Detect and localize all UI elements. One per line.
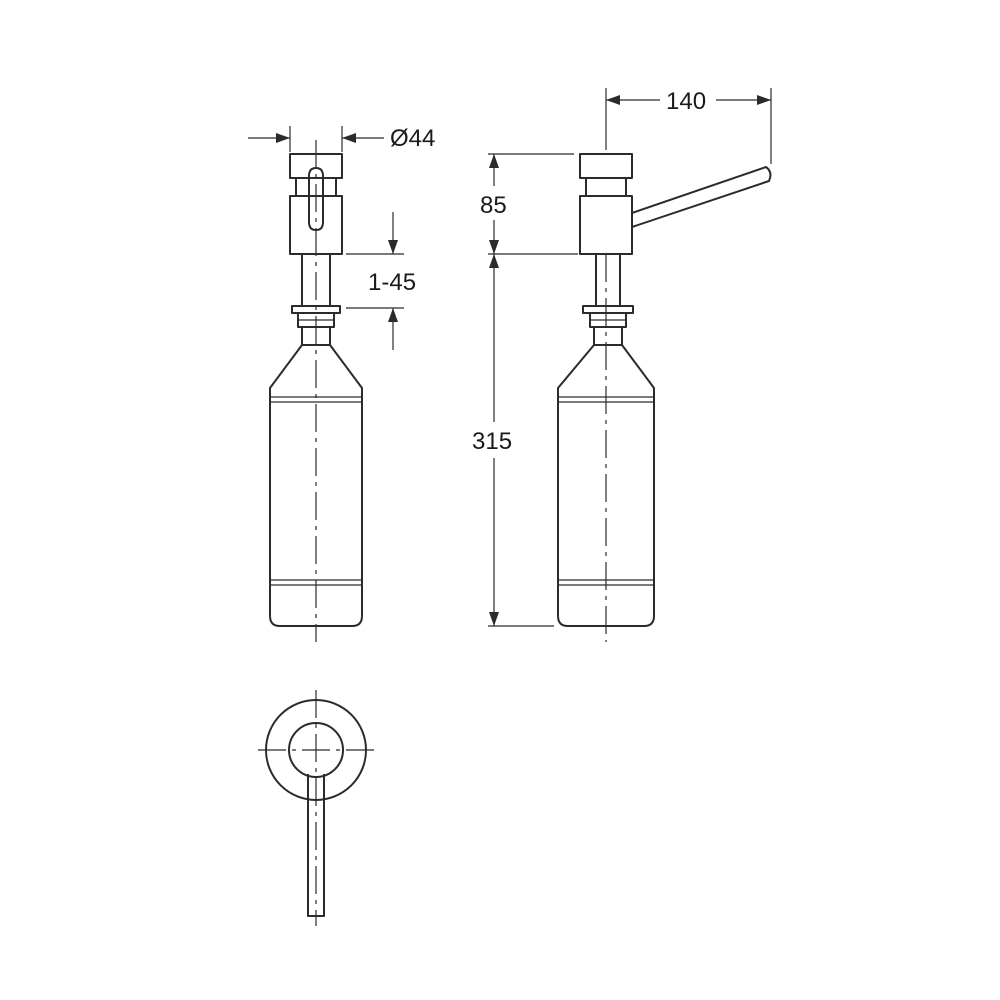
stroke-dimension: 1-45 [346, 212, 416, 350]
front-bottle [269, 344, 363, 627]
side-bottle [557, 344, 655, 627]
top-inner-circle [288, 722, 344, 778]
front-lever [308, 167, 324, 231]
front-view [269, 140, 363, 642]
stroke-label: 1-45 [368, 269, 416, 296]
spout-length-dimension: 140 [605, 88, 772, 164]
side-bottle-neck [593, 326, 623, 346]
side-spout [631, 166, 772, 228]
side-view [557, 153, 772, 642]
side-stem [595, 253, 621, 307]
top-view [258, 690, 376, 926]
bottle-height-label: 315 [472, 428, 512, 455]
diameter-dimension: Ø44 [248, 125, 435, 152]
height-dimensions: 85 315 [472, 153, 578, 627]
side-flange [582, 305, 634, 314]
spout-length-label: 140 [666, 88, 706, 115]
side-pump-body [579, 195, 633, 255]
diameter-label: Ø44 [390, 125, 435, 152]
head-height-label: 85 [480, 192, 507, 219]
side-pump-cap [579, 153, 633, 179]
